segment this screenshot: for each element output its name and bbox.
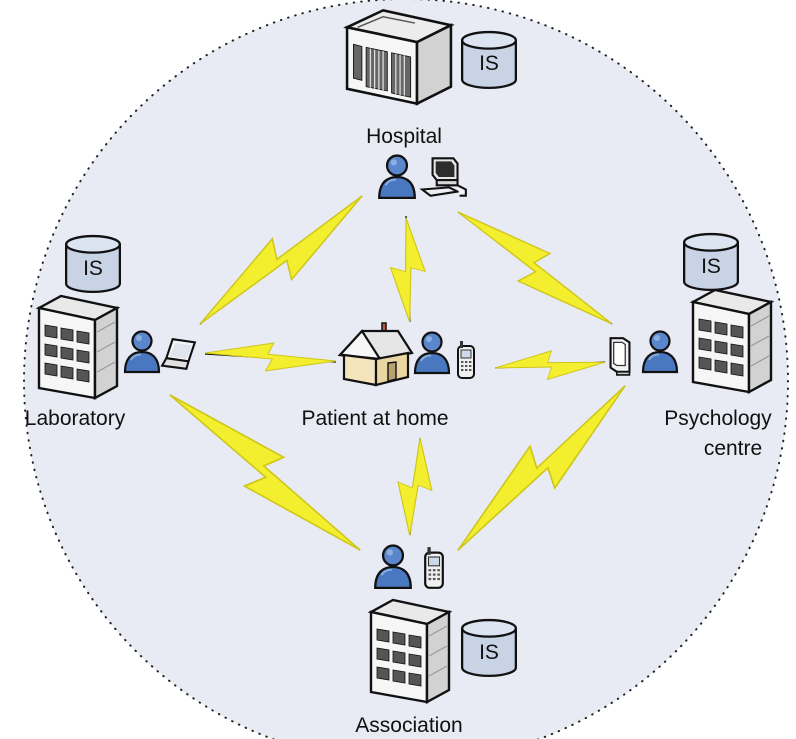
laboratory-label: Laboratory — [25, 407, 126, 430]
psychology-label-line2: centre — [704, 437, 762, 460]
mobile-phone-icon — [424, 546, 444, 589]
mobile-phone-icon — [457, 340, 475, 379]
psychology-database-label: IS — [701, 255, 721, 278]
hospital-node: IS Hospital — [345, 9, 518, 200]
association-node: IS Association — [355, 544, 518, 737]
laboratory-node: IS Laboratory — [25, 234, 196, 430]
pda-icon — [609, 337, 631, 376]
patient-label: Patient at home — [301, 407, 448, 430]
patient-node: Patient at home — [301, 321, 475, 430]
psychology-label-line1: Psychology — [664, 407, 772, 430]
psychology-node: IS Psychology centre — [609, 232, 773, 460]
hospital-label: Hospital — [366, 125, 442, 148]
association-database-label: IS — [479, 641, 499, 664]
building-icon — [37, 294, 119, 400]
laboratory-database-label: IS — [83, 257, 103, 280]
hospital-database-label: IS — [479, 52, 499, 75]
hospital-building-icon — [345, 9, 453, 105]
building-icon — [369, 598, 451, 704]
building-icon — [691, 288, 773, 394]
association-label: Association — [355, 714, 462, 737]
